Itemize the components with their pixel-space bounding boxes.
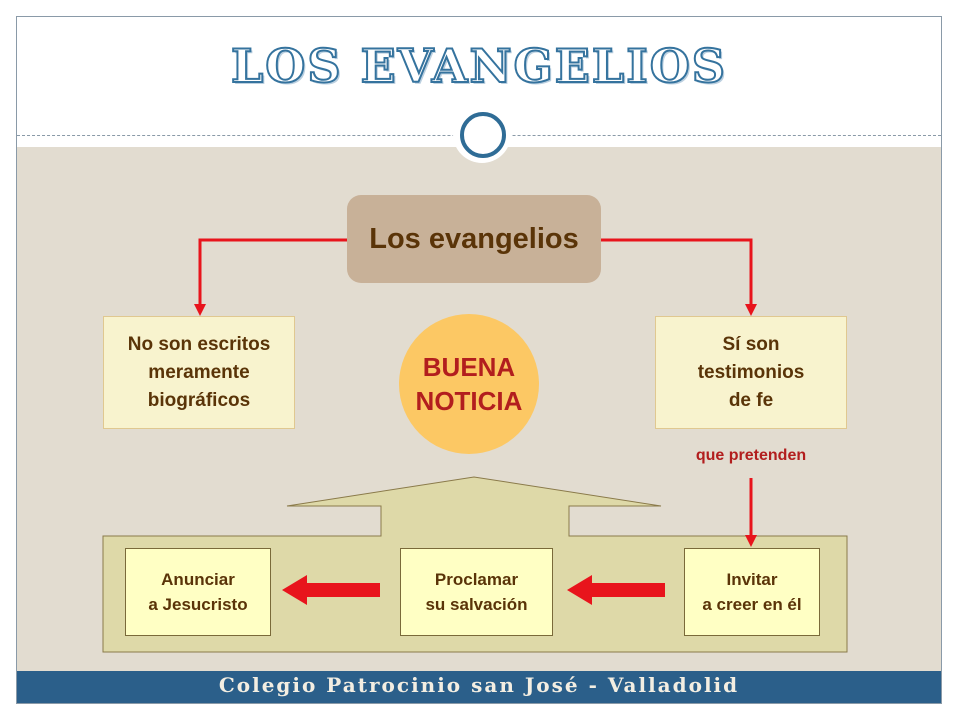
connector-label: que pretenden <box>695 447 807 464</box>
ring-icon <box>460 112 506 158</box>
right-branch-arrowhead <box>745 304 757 316</box>
arrowhead-left-1 <box>282 575 307 605</box>
step-invite-box: Invitar a creer en él <box>684 548 820 636</box>
left-branch-arrowhead <box>194 304 206 316</box>
step-proclaim-box: Proclamar su salvación <box>400 548 553 636</box>
left-line-1: No son escritos <box>127 333 271 355</box>
step-1-line-1: Anunciar <box>161 570 235 589</box>
arrow-bar-2 <box>590 583 665 597</box>
right-line-1: Sí son <box>722 333 780 355</box>
slide-frame: LOS EVANGELIOS Los evangelios No son esc… <box>16 16 942 704</box>
faith-testimony-box: Sí son testimonios de fe <box>655 316 847 429</box>
footer-text: Colegio Patrocinio san José - Valladolid <box>218 673 740 697</box>
step-2-line-2: su salvación <box>425 595 528 614</box>
left-line-3: biográficos <box>147 389 251 411</box>
step-3-line-2: a creer en él <box>702 595 802 614</box>
not-biographical-box: No son escritos meramente biográficos <box>103 316 295 429</box>
step-3-line-1: Invitar <box>726 570 778 589</box>
right-branch-line <box>601 238 753 306</box>
slide-title: LOS EVANGELIOS <box>230 38 728 94</box>
footer-bar <box>17 671 941 703</box>
step-announce-box: Anunciar a Jesucristo <box>125 548 271 636</box>
down-arrowhead <box>745 535 757 547</box>
good-news-line-2: NOTICIA <box>415 386 523 416</box>
right-line-3: de fe <box>728 389 774 411</box>
left-branch-line <box>198 238 347 306</box>
step-2-line-1: Proclamar <box>434 570 519 589</box>
good-news-circle: BUENA NOTICIA <box>399 314 539 454</box>
arrow-bar-1 <box>305 583 380 597</box>
good-news-line-1: BUENA <box>422 352 516 382</box>
right-line-2: testimonios <box>697 361 805 383</box>
arrowhead-left-2 <box>567 575 592 605</box>
left-line-2: meramente <box>148 361 250 383</box>
step-1-line-2: a Jesucristo <box>148 595 248 614</box>
main-concept-box: Los evangelios <box>347 195 601 283</box>
main-concept-label: Los evangelios <box>369 222 579 255</box>
